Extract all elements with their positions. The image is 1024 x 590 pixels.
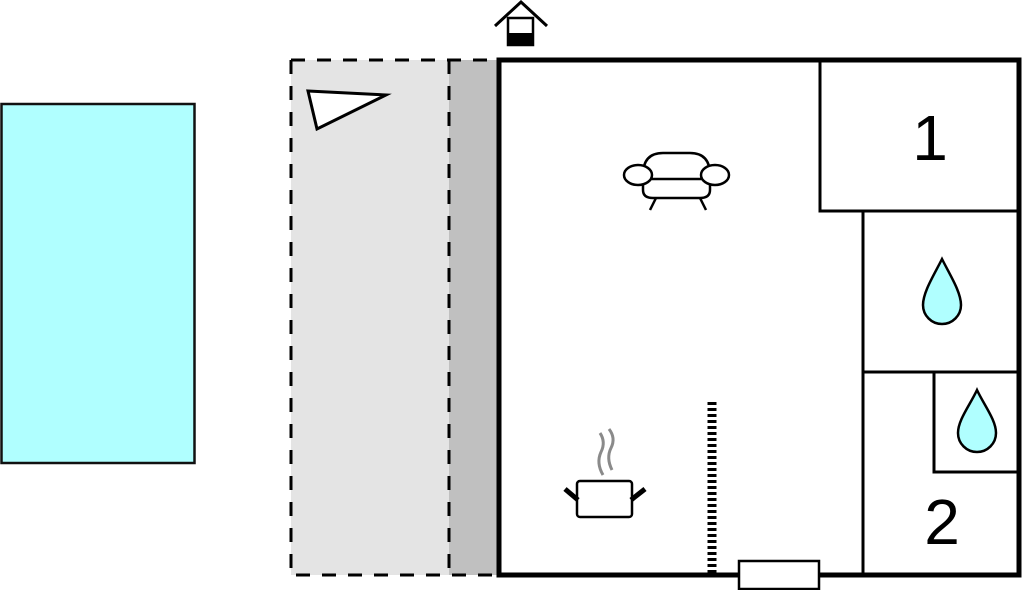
water-drop-icon	[956, 387, 998, 454]
pool	[0, 102, 196, 465]
sofa-icon	[622, 151, 731, 211]
entrance-door	[737, 559, 821, 590]
well-icon	[493, 0, 549, 47]
room-label-bedroom-2: 2	[924, 486, 960, 558]
terrace-dashed-outline	[289, 58, 498, 577]
water-drop-icon	[921, 256, 963, 326]
bedroom-1-walls	[818, 60, 1019, 213]
room-label-bedroom-1: 1	[912, 102, 948, 174]
bathroom-walls	[861, 211, 1019, 575]
cooking-pot-icon	[563, 428, 647, 519]
small-bathroom-walls	[932, 372, 1019, 474]
covered-terrace	[449, 60, 498, 575]
terrace-triangle-icon	[306, 89, 392, 132]
